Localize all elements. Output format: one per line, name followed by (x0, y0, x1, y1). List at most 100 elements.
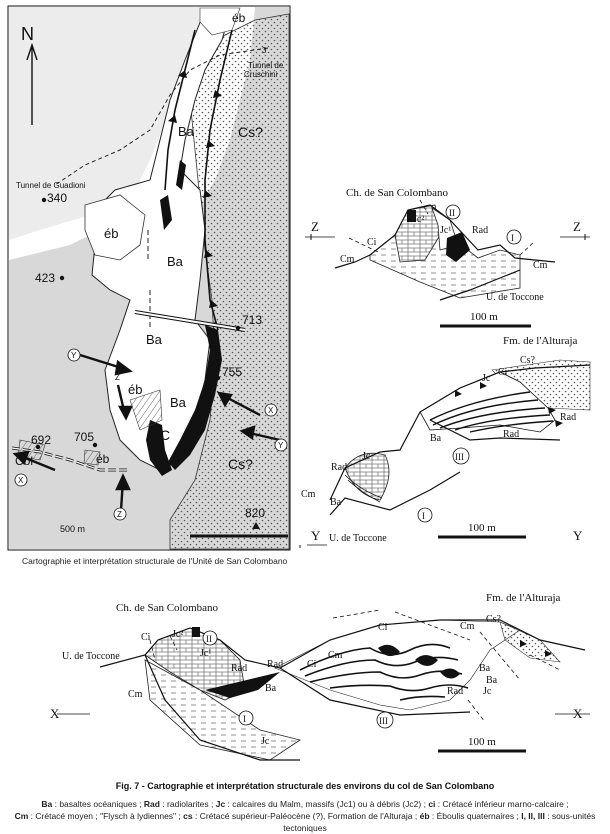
map-circle-z-bottom (113, 507, 127, 521)
section-z-jc2: Jc² (413, 214, 424, 225)
legend-term-ci: ci (428, 799, 436, 809)
legend-term-jc: Jc (215, 799, 226, 809)
map-label-z-top: Z (115, 373, 120, 382)
section-y-teeth (455, 382, 563, 427)
map-label-tunnel-guadioni: Tunnel de Guadioni (16, 181, 86, 190)
section-z-toccone: U. de Toccone (486, 292, 544, 303)
section-z-unit-ii: II (449, 208, 455, 218)
section-z-ci: Ci (367, 237, 377, 248)
map-label-cs-top: Cs? (238, 124, 263, 140)
map-thrust-1 (164, 29, 196, 191)
map-direction-arrows (12, 353, 281, 511)
map-label-alt-713: 713 (242, 313, 262, 327)
map-label-alt-820: 820 (245, 506, 265, 520)
legend-def-rad: : radiolarites ; (159, 799, 216, 809)
section-x-rad-1: Rad (231, 663, 247, 674)
section-y: Y Y Fm. de l'Alturaja Cs? Ci Jc Rad Rad … (299, 335, 591, 548)
section-y-unit-i: I (422, 511, 425, 521)
map-eb-left (84, 194, 146, 261)
section-y-ba-mid: Ba (430, 433, 442, 444)
section-x-cm-left: Cm (128, 689, 143, 700)
section-y-scale: 100 m (468, 522, 496, 534)
section-z-cm-right: Cm (533, 260, 548, 271)
legend-line-1: Ba : basaltes océaniques ; Rad : radiola… (0, 798, 610, 810)
section-x-end-right: X (573, 706, 583, 721)
section-x-toccone: U. de Toccone (62, 651, 120, 662)
map: N éb 3 Tunnel de Cruschini Cs? Ba Tunnel… (7, 5, 291, 551)
map-ba-zone (91, 9, 231, 471)
section-x-ba-1: Ba (265, 683, 277, 694)
section-z-thrust (439, 269, 521, 301)
section-x-jc-r: Jc (483, 686, 492, 697)
map-eb-top (199, 7, 241, 36)
legend-def-cm: : Crétacé moyen ; "Flysch à lydiennes" ; (28, 811, 184, 821)
section-x-circle-i (238, 710, 254, 726)
map-black-unit-3 (160, 195, 172, 230)
map-label-y-right: Y (278, 441, 284, 450)
section-x-faults (149, 609, 561, 723)
legend-term-cm: Cm (14, 811, 29, 821)
section-z-chapel (407, 210, 416, 222)
north-arrow (26, 42, 38, 125)
section-x-cm-3: Cm (460, 621, 475, 632)
map-label-x-right: X (268, 406, 274, 415)
map-label-eb-bottom: éb (96, 452, 110, 466)
section-z-end-right: Z (573, 219, 581, 234)
section-x-title-right: Fm. de l'Alturaja (486, 592, 561, 604)
map-section-bar-in (134, 311, 246, 331)
section-x-rad-2: Rad (267, 659, 283, 670)
map-label-eb-top: éb (232, 11, 246, 25)
section-y-circle-i (417, 507, 433, 523)
section-x-scale: 100 m (468, 736, 496, 748)
section-x-end-left: X (50, 706, 60, 721)
section-x-jc2: Jc² (172, 629, 183, 640)
section-x-jc1: Jc¹ (200, 648, 211, 659)
map-label-c: C (160, 427, 170, 443)
section-x-ci-3: Ci (378, 622, 388, 633)
figure-title: Fig. 7 - Cartographie et interprétation … (115, 781, 495, 791)
section-x-black-folds (378, 644, 460, 679)
map-label-cs-bottom: Cs? (228, 456, 253, 472)
section-x-black-wedge (205, 672, 280, 698)
map-tunnel-cruschini (54, 47, 269, 186)
section-x-circle-ii (202, 630, 218, 646)
section-x-basement (144, 659, 301, 761)
map-label-alt-340: 340 (47, 191, 67, 205)
section-y-rad-right-1: Rad (560, 412, 576, 423)
section-y-jc-rings (344, 474, 383, 503)
section-y-cm: Cm (301, 489, 316, 500)
map-label-ba-lower: Ba (146, 332, 163, 347)
map-points (35, 197, 260, 529)
section-x-ci-2: Ci (307, 659, 317, 670)
map-label-alt-755: 755 (222, 365, 242, 379)
legend-term-eb: éb (419, 811, 430, 821)
section-y-unit-iii: III (455, 452, 464, 462)
map-label-alt-692: 692 (31, 433, 51, 447)
map-circle-y-left (67, 348, 81, 362)
section-z-cm-left: Cm (340, 254, 355, 265)
map-label-ba-top: Ba (178, 124, 195, 139)
legend-def-eb: : Éboulis quaternaires ; (429, 811, 522, 821)
legend-term-units: I, II, III (521, 811, 545, 821)
section-y-circle-iii (452, 447, 470, 465)
map-label-y-left: Y (71, 351, 77, 360)
section-z-title: Ch. de San Colombano (346, 187, 449, 199)
section-y-thrust-up (429, 419, 561, 441)
section-z-jc1: Jc¹ (440, 225, 451, 236)
section-z-faults (348, 199, 534, 256)
section-y-end-right: Y (573, 528, 583, 543)
section-x-unit-ii: II (206, 634, 212, 644)
legend-term-ba: Ba (41, 799, 53, 809)
map-label-alt-423: 423 (35, 271, 55, 285)
section-z-scale: 100 m (470, 311, 498, 323)
section-y-profile (329, 364, 591, 501)
map-hatch-3 (83, 449, 101, 466)
map-label-tunnel-marker: 3 (262, 46, 267, 55)
map-thrust-2 (204, 29, 233, 331)
north-label: N (21, 24, 34, 44)
map-thrust-teeth (168, 70, 222, 308)
section-z-black (446, 232, 470, 262)
legend-def-ci: : Crétacé inférieur marno-calcaire ; (435, 799, 569, 809)
section-x-circle-iii (376, 711, 394, 729)
